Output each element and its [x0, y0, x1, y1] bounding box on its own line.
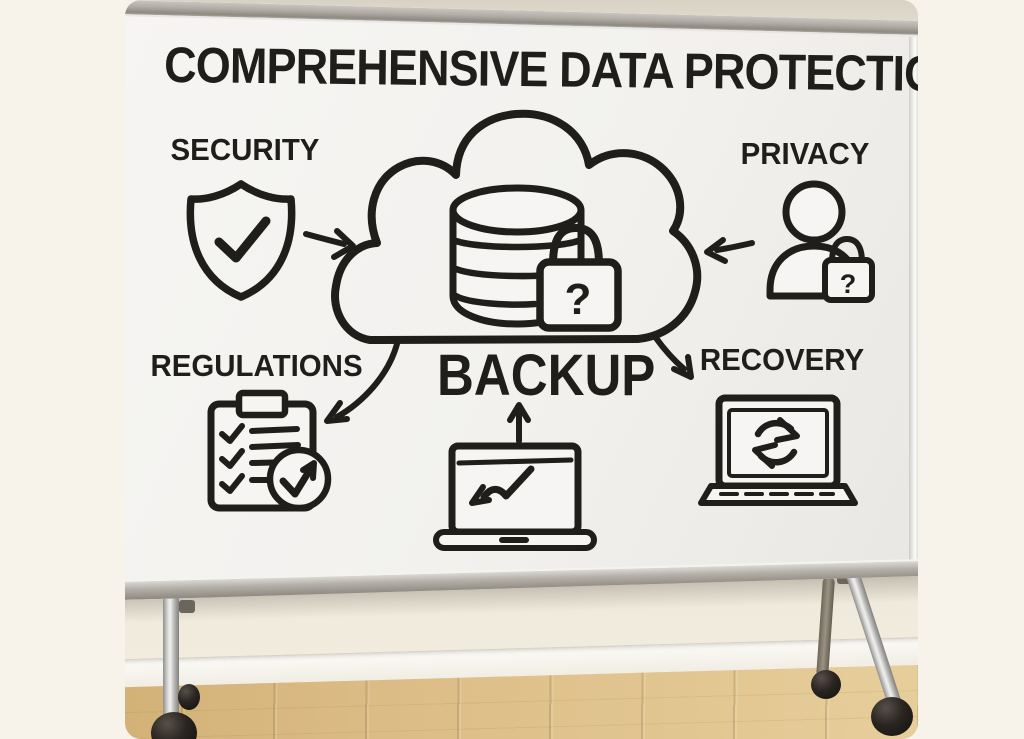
label-backup: BACKUP [437, 343, 656, 408]
whiteboard-photo: ? ? [125, 0, 918, 739]
hand-drawn-diagram: ? ? [186, 109, 875, 551]
caster-wheel [811, 670, 841, 699]
lock-question-glyph: ? [565, 275, 592, 324]
laptop-check-icon [433, 442, 597, 551]
arrow-up-icon [507, 402, 531, 444]
caster-wheel [178, 684, 200, 710]
leg-bracket [179, 600, 195, 613]
label-privacy: PRIVACY [740, 136, 870, 171]
lock-question-glyph: ? [840, 269, 857, 299]
small-padlock-icon: ? [822, 236, 875, 303]
curved-arrow-icon [324, 341, 400, 424]
whiteboard-side-edge [909, 0, 918, 600]
shield-check-icon [186, 180, 296, 301]
caster-wheel [151, 712, 197, 739]
caster-wheel [871, 697, 913, 736]
laptop-refresh-icon [698, 394, 858, 506]
board-title: COMPREHENSIVE DATA PROTECTION [163, 36, 918, 103]
arrow-left-icon [704, 237, 755, 264]
label-recovery: RECOVERY [699, 342, 865, 377]
cloud-icon [331, 109, 702, 344]
label-regulations: REGULATIONS [150, 348, 363, 383]
whiteboard: ? ? [125, 0, 918, 600]
stand-leg [163, 596, 179, 739]
padlock-icon: ? [536, 224, 622, 332]
label-security: SECURITY [170, 132, 320, 167]
arrow-right-icon [303, 228, 356, 260]
clipboard-checklist-icon [207, 389, 332, 512]
arrow-down-right-icon [653, 335, 694, 380]
